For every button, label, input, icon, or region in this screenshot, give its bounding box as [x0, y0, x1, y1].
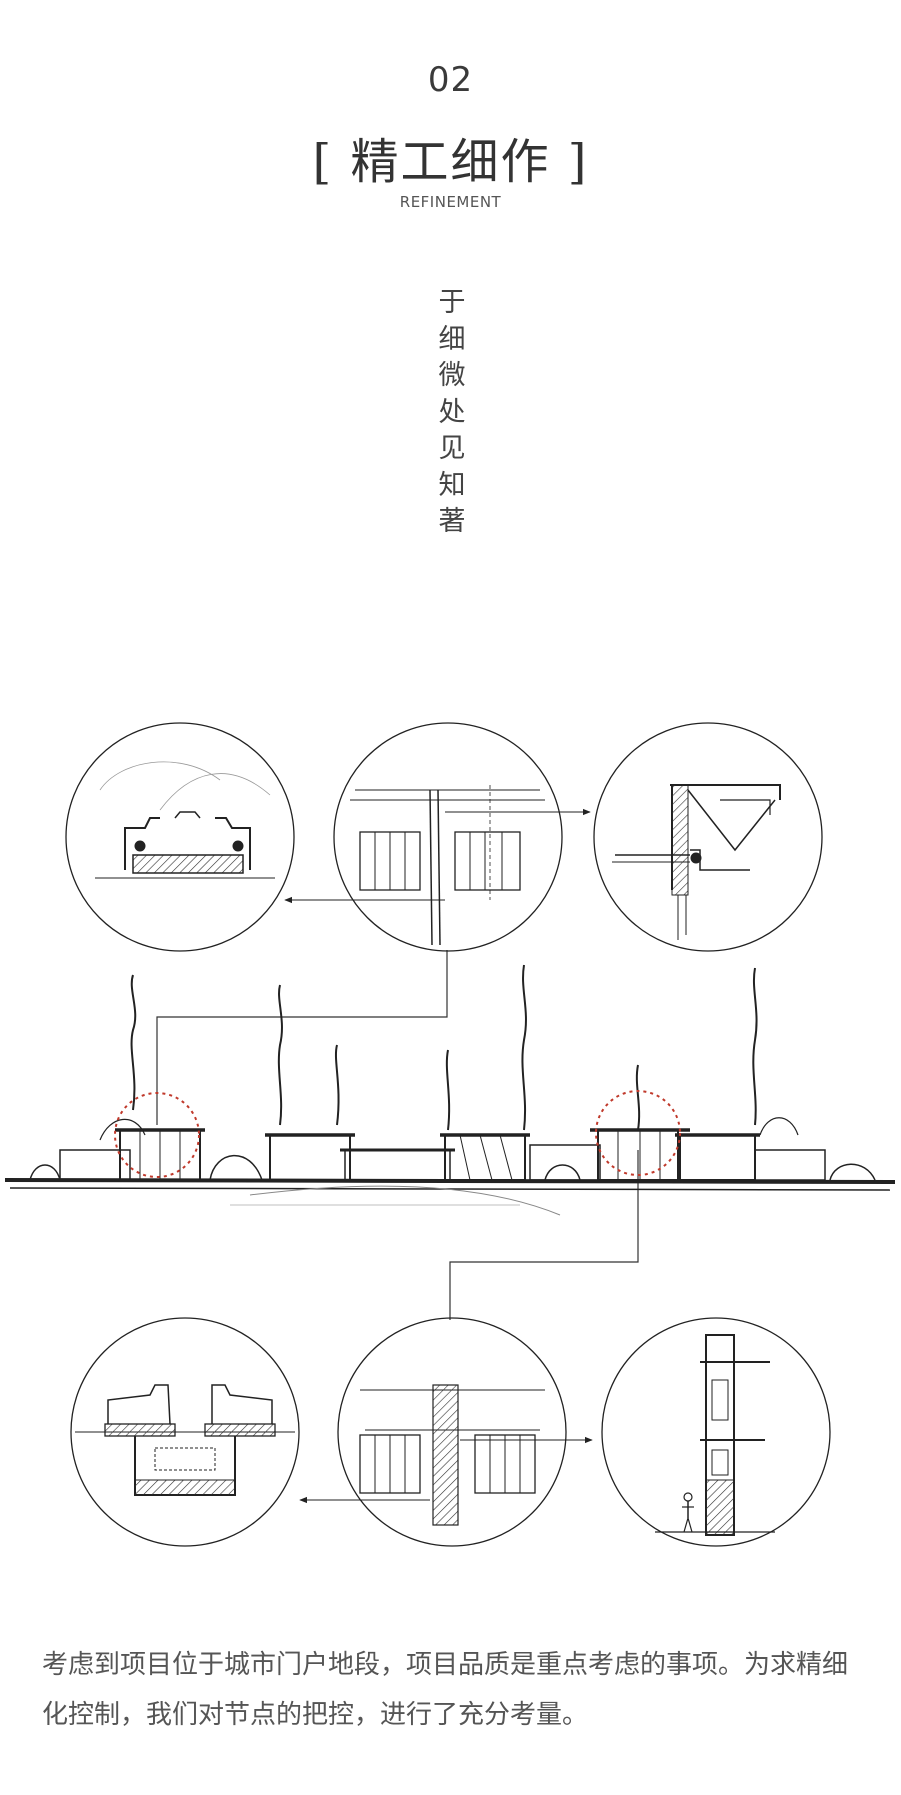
slogan-char: 微 — [438, 360, 466, 391]
section-title: [ 精工细作 ] — [312, 134, 589, 190]
slogan-char: 细 — [438, 323, 466, 355]
section-number: 02 — [427, 60, 474, 100]
slogan-char: 知 — [438, 469, 466, 501]
detail-circle-top-right — [593, 722, 823, 952]
detail-circle-top-center — [284, 722, 591, 952]
slogan-char: 见 — [438, 433, 466, 464]
architectural-sketch-illustration — [4, 722, 896, 1547]
building-elevation-sketch — [4, 964, 896, 1216]
description-paragraph: 考虑到项目位于城市门户地段，项目品质是重点考虑的事项。为求精细化控制，我们对节点… — [42, 1650, 849, 1730]
slogan-char: 处 — [438, 396, 466, 428]
detail-circle-bottom-center — [299, 1317, 593, 1547]
highlight-circles — [114, 1090, 681, 1178]
section-subtitle: REFINEMENT — [399, 193, 502, 211]
detail-circle-bottom-left — [70, 1317, 300, 1547]
vertical-slogan: 于 细 微 处 见 知 著 — [436, 285, 468, 541]
slogan-char: 于 — [438, 287, 466, 318]
slogan-char: 著 — [438, 506, 466, 537]
detail-circle-bottom-right — [601, 1317, 831, 1547]
connector-lines — [156, 950, 639, 1320]
detail-circle-top-left — [65, 722, 295, 952]
